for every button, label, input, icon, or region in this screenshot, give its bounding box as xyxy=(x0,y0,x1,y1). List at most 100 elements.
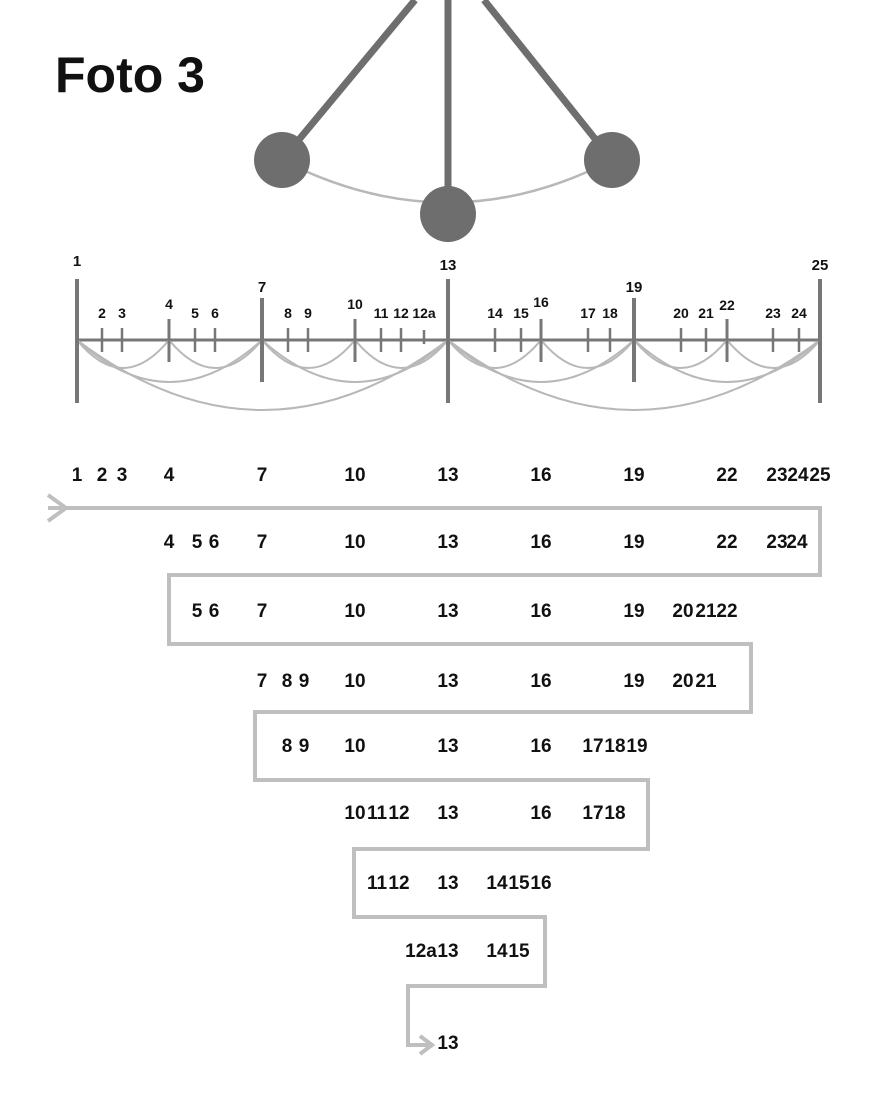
sequence-number: 22 xyxy=(716,532,737,553)
sequence-number: 19 xyxy=(623,671,644,692)
scale-mark-label: 19 xyxy=(626,279,643,296)
pendulum-bob-center xyxy=(420,186,476,242)
sequence-number: 16 xyxy=(530,736,551,757)
scale-arc xyxy=(633,339,728,369)
scale-arc xyxy=(168,339,263,369)
scale-arc xyxy=(540,339,635,369)
sequence-number: 24 xyxy=(786,532,808,553)
scale-arc xyxy=(447,339,635,383)
sequence-number: 16 xyxy=(530,803,551,824)
sequence-number: 16 xyxy=(530,873,551,894)
scale-mark-label: 21 xyxy=(698,305,714,321)
sequence-number: 10 xyxy=(344,465,365,486)
sequence-number: 5 xyxy=(192,601,203,622)
zigzag-start-chevron xyxy=(46,493,70,523)
sequence-number: 15 xyxy=(508,873,530,894)
sequence-number: 13 xyxy=(437,532,458,553)
scale-mark-label: 7 xyxy=(258,279,266,296)
sequence-number: 13 xyxy=(437,671,458,692)
sequence-number: 4 xyxy=(164,465,175,486)
sequence-number: 21 xyxy=(695,671,717,692)
scale-mark-label: 18 xyxy=(602,305,618,321)
scale-mark-label: 12a xyxy=(412,305,436,321)
scale-mark-label: 15 xyxy=(513,305,529,321)
sequence-number: 20 xyxy=(672,671,693,692)
scale-arc xyxy=(633,339,821,383)
sequence-number: 18 xyxy=(604,803,625,824)
scale-mark-label: 25 xyxy=(812,257,829,274)
scale-mark-label: 13 xyxy=(440,257,457,274)
sequence-number: 24 xyxy=(787,465,809,486)
sequence-number: 13 xyxy=(437,465,458,486)
sequence-number: 16 xyxy=(530,671,551,692)
scale-arc xyxy=(261,339,449,383)
scale-mark-label: 8 xyxy=(284,305,292,321)
sequence-number: 15 xyxy=(508,941,530,962)
scale-mark-label: 1 xyxy=(73,253,81,270)
scale-arc xyxy=(447,339,542,369)
sequence-number: 9 xyxy=(299,671,310,692)
sequence-number: 14 xyxy=(486,873,508,894)
sequence-number: 19 xyxy=(623,465,644,486)
zigzag-end-arrow xyxy=(418,1034,436,1056)
scale-mark-label: 14 xyxy=(487,305,503,321)
sequence-number: 7 xyxy=(257,601,268,622)
sequence-number: 13 xyxy=(437,1033,458,1054)
zigzag-path xyxy=(46,493,822,1056)
pendulum xyxy=(254,0,640,242)
sequence-number: 10 xyxy=(344,532,365,553)
scale-arc xyxy=(447,339,821,411)
scale-mark-label: 16 xyxy=(533,294,549,310)
sequence-number: 7 xyxy=(257,532,268,553)
sequence-number: 9 xyxy=(299,736,310,757)
sequence-number: 12 xyxy=(388,873,409,894)
scale-arc xyxy=(726,339,821,369)
sequence-number: 17 xyxy=(582,736,603,757)
sequence-row: 13 xyxy=(437,1033,458,1054)
sequence-number: 6 xyxy=(209,532,220,553)
scale-mark-label: 3 xyxy=(118,305,126,321)
sequence-number: 6 xyxy=(209,601,220,622)
sequence-number: 2 xyxy=(97,465,108,486)
sequence-number: 7 xyxy=(257,671,268,692)
sequence-number: 23 xyxy=(766,465,787,486)
sequence-number: 20 xyxy=(672,601,693,622)
scale-mark-label: 12 xyxy=(393,305,409,321)
scale-arc xyxy=(76,339,263,383)
sequence-number: 19 xyxy=(623,532,644,553)
sequence-number: 19 xyxy=(623,601,644,622)
sequence-number: 16 xyxy=(530,601,551,622)
scale-arc xyxy=(261,339,356,369)
sequence-number: 18 xyxy=(604,736,625,757)
zigzag-line xyxy=(48,506,822,1047)
sequence-number: 10 xyxy=(344,803,365,824)
scale-mark-label: 6 xyxy=(211,305,219,321)
sequence-number: 17 xyxy=(582,803,603,824)
sequence-number: 10 xyxy=(344,736,365,757)
sequence-number: 8 xyxy=(282,736,293,757)
scale-mark-label: 23 xyxy=(765,305,781,321)
sequence-number: 16 xyxy=(530,465,551,486)
sequence-number: 21 xyxy=(695,601,717,622)
sequence-number: 10 xyxy=(344,601,365,622)
sequence-number: 8 xyxy=(282,671,293,692)
scale-mark-label: 17 xyxy=(580,305,596,321)
scale-arc xyxy=(76,339,170,369)
scale-mark-label: 11 xyxy=(374,305,389,321)
sequence-number: 25 xyxy=(809,465,831,486)
sequence-number: 11 xyxy=(367,803,388,824)
sequence-number: 12a xyxy=(405,941,437,962)
sequence-number: 11 xyxy=(367,873,388,894)
scale-mark-label: 22 xyxy=(719,297,735,313)
pendulum-bob-left xyxy=(254,132,310,188)
sequence-number: 13 xyxy=(437,736,458,757)
scale-mark-label: 2 xyxy=(98,305,106,321)
sequence-number: 13 xyxy=(437,803,458,824)
